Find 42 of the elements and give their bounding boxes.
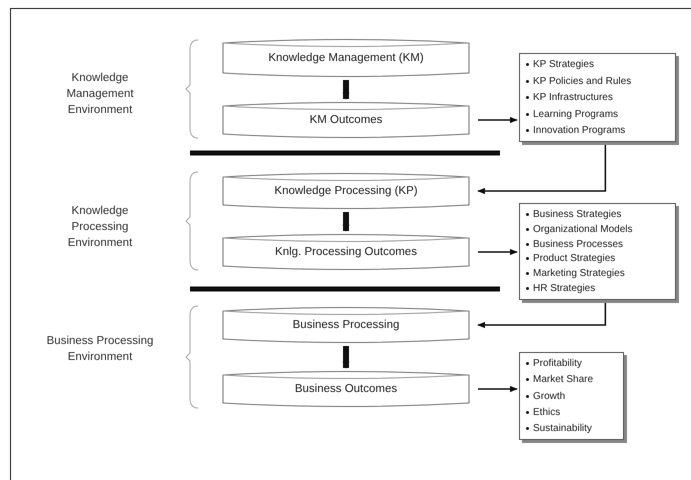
- list-item: Business Strategies: [533, 208, 622, 221]
- box-label: Knlg. Processing Outcomes: [275, 246, 417, 258]
- cylinder-box: [222, 233, 470, 271]
- arrow: [478, 386, 518, 392]
- cylinder-box: [222, 172, 470, 210]
- list-item: KP Strategies: [533, 58, 594, 71]
- list-item: Business Processes: [533, 238, 624, 251]
- list-item: Innovation Programs: [533, 124, 626, 137]
- environment-label: Business Processing Environment: [46, 334, 154, 365]
- list-item: Organizational Models: [533, 222, 632, 236]
- bullet-list-box: [519, 53, 676, 142]
- list-item: Growth: [533, 390, 566, 402]
- list-item: KP Policies and Rules: [533, 74, 632, 88]
- environment-label: Knowledge Processing Environment: [66, 204, 134, 251]
- cylinder-box: [222, 306, 470, 344]
- arrow: [477, 300, 606, 328]
- arrow: [342, 212, 350, 232]
- list-item: HR Strategies: [533, 282, 596, 295]
- arrow: [342, 346, 350, 369]
- box-label: Knowledge Processing (KP): [274, 185, 418, 197]
- box-label: Knowledge Management (KM): [268, 52, 424, 64]
- list-item: Profitability: [533, 357, 582, 370]
- list-item: Product Strategies: [533, 252, 616, 266]
- arrow: [478, 116, 518, 124]
- box-label: Business Processing: [292, 319, 400, 331]
- box-label: KM Outcomes: [310, 114, 382, 126]
- arrow: [342, 80, 350, 100]
- list-item: Learning Programs: [533, 108, 618, 120]
- cylinder-box: [222, 101, 470, 139]
- bullet-list-box: [519, 203, 676, 300]
- list-item: Market Share: [533, 373, 594, 386]
- list-item: Marketing Strategies: [533, 267, 625, 280]
- cylinder-box: [222, 370, 470, 408]
- arrow: [477, 142, 606, 194]
- list-item: Sustainability: [533, 422, 592, 435]
- list-item: Ethics: [533, 406, 560, 419]
- bullet-list-box: [519, 352, 624, 440]
- box-label: Business Outcomes: [294, 383, 398, 395]
- arrow: [478, 248, 518, 256]
- environment-label: Knowledge Management Environment: [65, 71, 135, 118]
- cylinder-box: [222, 38, 470, 78]
- list-item: KP Infrastructures: [533, 91, 613, 104]
